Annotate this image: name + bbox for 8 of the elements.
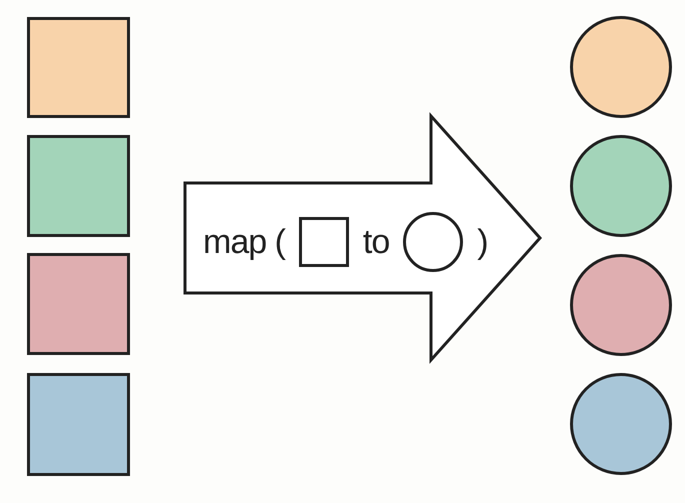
square-symbol <box>298 217 349 267</box>
square-shape <box>27 253 130 355</box>
square-shape <box>27 17 130 118</box>
square-shape <box>27 135 130 237</box>
map-label: ) <box>477 222 488 262</box>
map-label: map ( <box>203 222 285 262</box>
map-label: to <box>362 222 390 262</box>
square-shape <box>27 373 130 476</box>
